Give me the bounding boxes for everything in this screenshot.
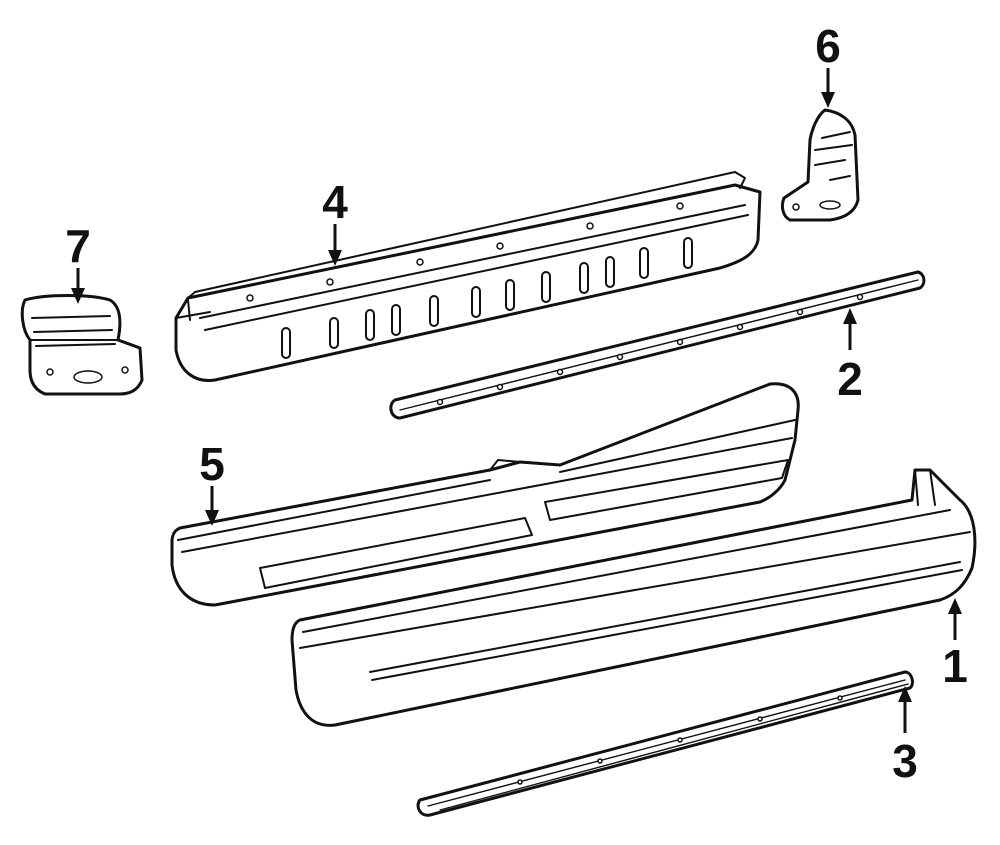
callout-5: 5 <box>199 438 225 526</box>
callout-6: 6 <box>815 20 841 108</box>
callout-2-arrow <box>843 308 857 324</box>
callout-2-number: 2 <box>837 353 863 405</box>
part-7-left-bracket[interactable] <box>20 294 144 396</box>
callout-7: 7 <box>65 220 91 304</box>
callout-3: 3 <box>892 686 918 787</box>
callout-2: 2 <box>837 308 863 405</box>
part-3-lower-molding[interactable] <box>416 670 914 817</box>
part-4-reinforcement[interactable] <box>174 171 762 382</box>
callout-5-number: 5 <box>199 438 225 490</box>
part-5-energy-absorber[interactable] <box>170 382 800 607</box>
callout-5-arrow <box>205 510 219 526</box>
callout-4: 4 <box>322 176 348 266</box>
callout-3-number: 3 <box>892 735 918 787</box>
part-2-molding-strip[interactable] <box>389 270 926 420</box>
callout-6-number: 6 <box>815 20 841 72</box>
callout-6-arrow <box>821 92 835 108</box>
callout-1: 1 <box>942 598 968 692</box>
callout-4-number: 4 <box>322 176 348 228</box>
callout-4-arrow <box>328 250 342 266</box>
part-1-bumper-cover[interactable] <box>290 468 977 727</box>
callout-7-number: 7 <box>65 220 91 272</box>
callout-1-arrow <box>948 598 962 614</box>
callout-1-number: 1 <box>942 640 968 692</box>
callout-3-arrow <box>898 686 912 702</box>
callout-7-arrow <box>71 288 85 304</box>
part-6-right-bracket[interactable] <box>780 108 860 222</box>
